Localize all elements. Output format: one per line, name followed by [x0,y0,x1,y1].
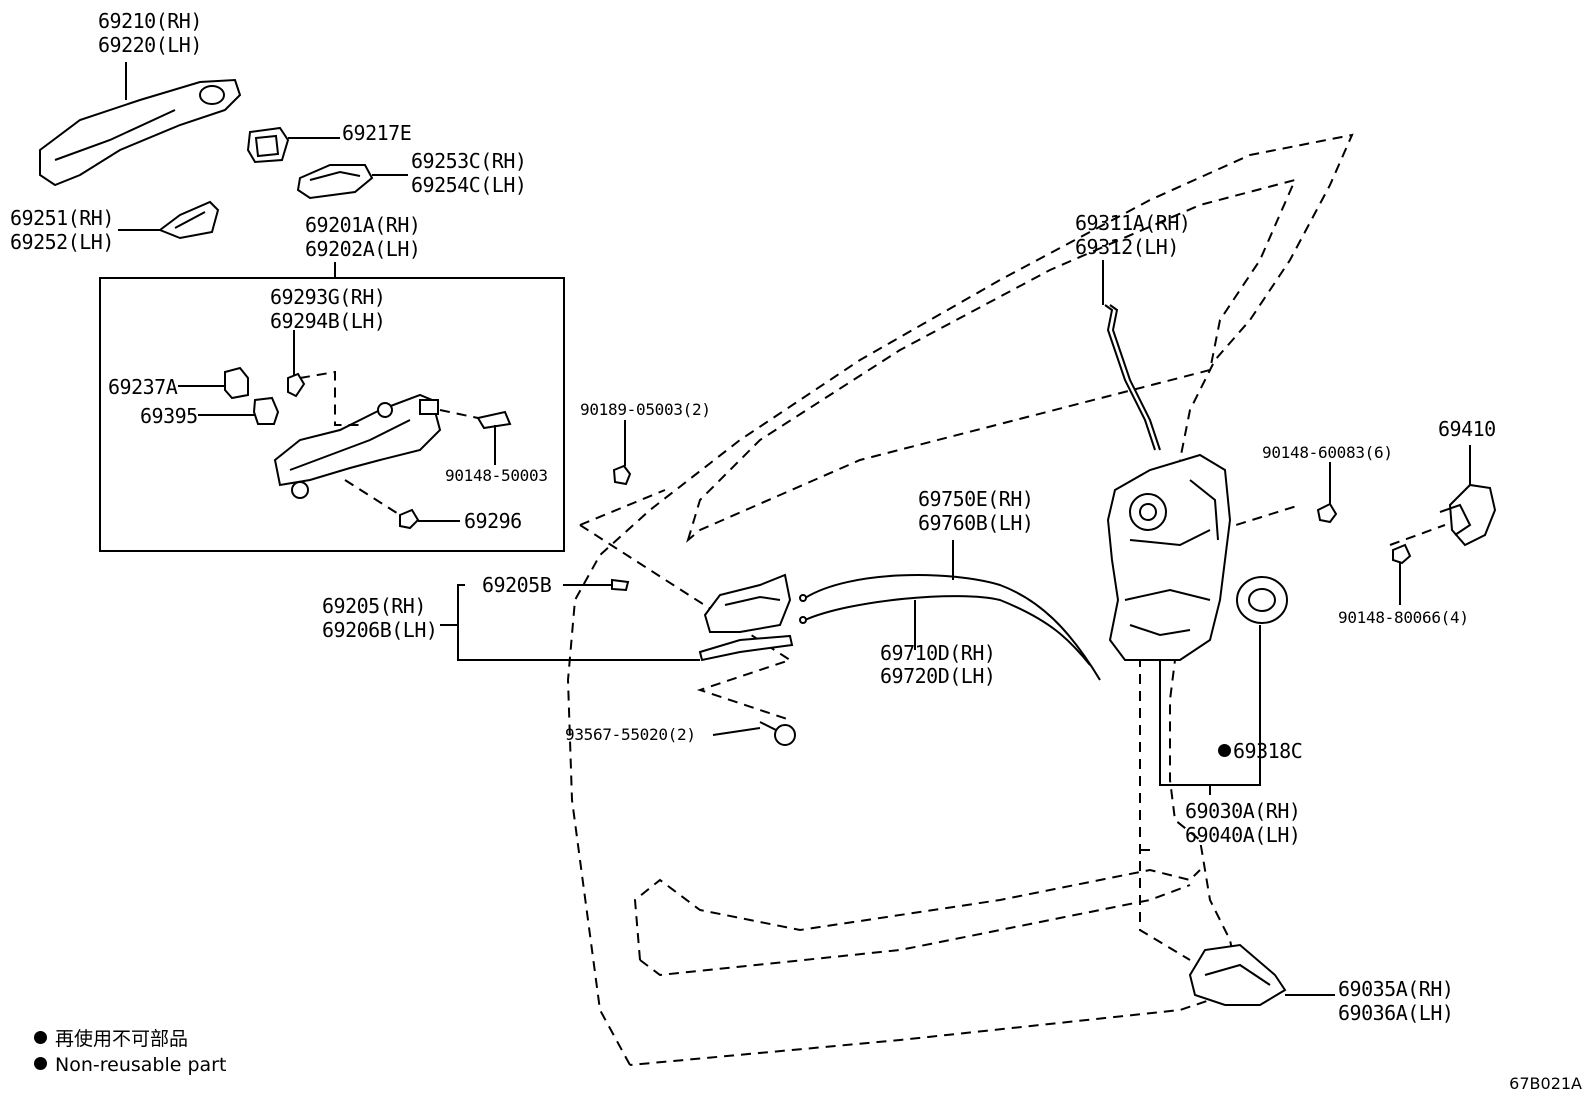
rear-cover-part [296,164,374,200]
label-pad-front-rh: 69251(RH) [10,206,114,230]
label-screw-striker: 90148-80066(4) [1338,608,1469,627]
label-lock-assy-rh: 69030A(RH) [1185,799,1301,823]
label-frame-sub-lh: 69294B(LH) [270,309,386,333]
label-frame-sub-rh: 69293G(RH) [270,285,386,309]
cable-part [799,574,1101,681]
screw-90148-60083-part [1316,502,1338,524]
label-seal: 69318C [1218,739,1303,763]
striker-part [1439,483,1497,547]
bolt-93567-part [759,721,796,746]
label-cover-rear-lh: 69254C(LH) [411,173,527,197]
bullet-icon [34,1031,47,1044]
label-cable-lower-rh: 69710D(RH) [880,641,996,665]
non-reusable-bullet-icon [1218,744,1231,757]
label-inner-handle-bezel: 69205B [482,573,552,597]
label-cover-rear-rh: 69253C(RH) [411,149,527,173]
seal-part [1236,576,1288,624]
label-frame-assy-lh: 69202A(LH) [305,237,421,261]
label-rod-rh: 69311A(RH) [1075,211,1191,235]
label-screw-lock: 90148-60083(6) [1262,443,1393,462]
label-cable-lower-lh: 69720D(LH) [880,664,996,688]
label-bolt-frame: 90148-50003 [445,466,548,485]
legend-english: Non-reusable part [34,1053,226,1077]
label-outer-handle-rh: 69210(RH) [98,9,202,33]
bullet-icon [34,1057,47,1070]
clip-90189-part [612,464,632,486]
label-clip-90189: 90189-05003(2) [580,400,711,419]
door-lock-assembly-part [1106,453,1232,661]
label-rod-lh: 69312(LH) [1075,235,1179,259]
legend-japanese: 再使用不可部品 [34,1027,188,1051]
label-inner-handle-rh: 69205(RH) [322,594,426,618]
screw-90148-80066-part [1392,543,1412,565]
door-outline [566,133,1446,1066]
inner-handle-bezel-part [611,578,630,592]
label-cylinder-part: 69237A [108,375,178,399]
outer-handle-part [39,78,242,187]
label-cable-upper-lh: 69760B(LH) [918,511,1034,535]
label-outer-handle-lh: 69220(LH) [98,33,202,57]
label-cable-upper-rh: 69750E(RH) [918,487,1034,511]
label-screw-frame: 69296 [464,509,522,533]
screw-69296-part [399,508,420,530]
label-lock-cover-rh: 69035A(RH) [1338,977,1454,1001]
label-bolt-93567: 93567-55020(2) [565,725,696,744]
label-striker: 69410 [1438,417,1496,441]
handle-frame-part [273,393,442,499]
label-pad-front-lh: 69252(LH) [10,230,114,254]
spring-part [287,372,306,398]
legend-en-text: Non-reusable part [55,1054,227,1076]
inner-handle-part [698,573,794,662]
figure-code: 67B021A [1509,1074,1582,1093]
label-lock-cover-lh: 69036A(LH) [1338,1001,1454,1025]
label-lock-assy-lh: 69040A(LH) [1185,823,1301,847]
handle-cap-part [246,126,290,164]
cylinder-69237a-part [224,366,249,400]
legend-jp-text: 再使用不可部品 [55,1028,189,1050]
label-seal-text: 69318C [1233,739,1303,763]
bolt-90148-50003-part [476,410,512,430]
label-clip-part: 69395 [140,404,198,428]
front-pad-part [157,200,220,240]
label-inner-handle-lh: 69206B(LH) [322,618,438,642]
label-frame-assy-rh: 69201A(RH) [305,213,421,237]
clip-69395-part [252,396,280,425]
label-handle-cap: 69217E [342,121,412,145]
frame-assembly-box [99,277,565,552]
lock-cover-part [1188,943,1287,1006]
rod-part [1104,304,1161,451]
